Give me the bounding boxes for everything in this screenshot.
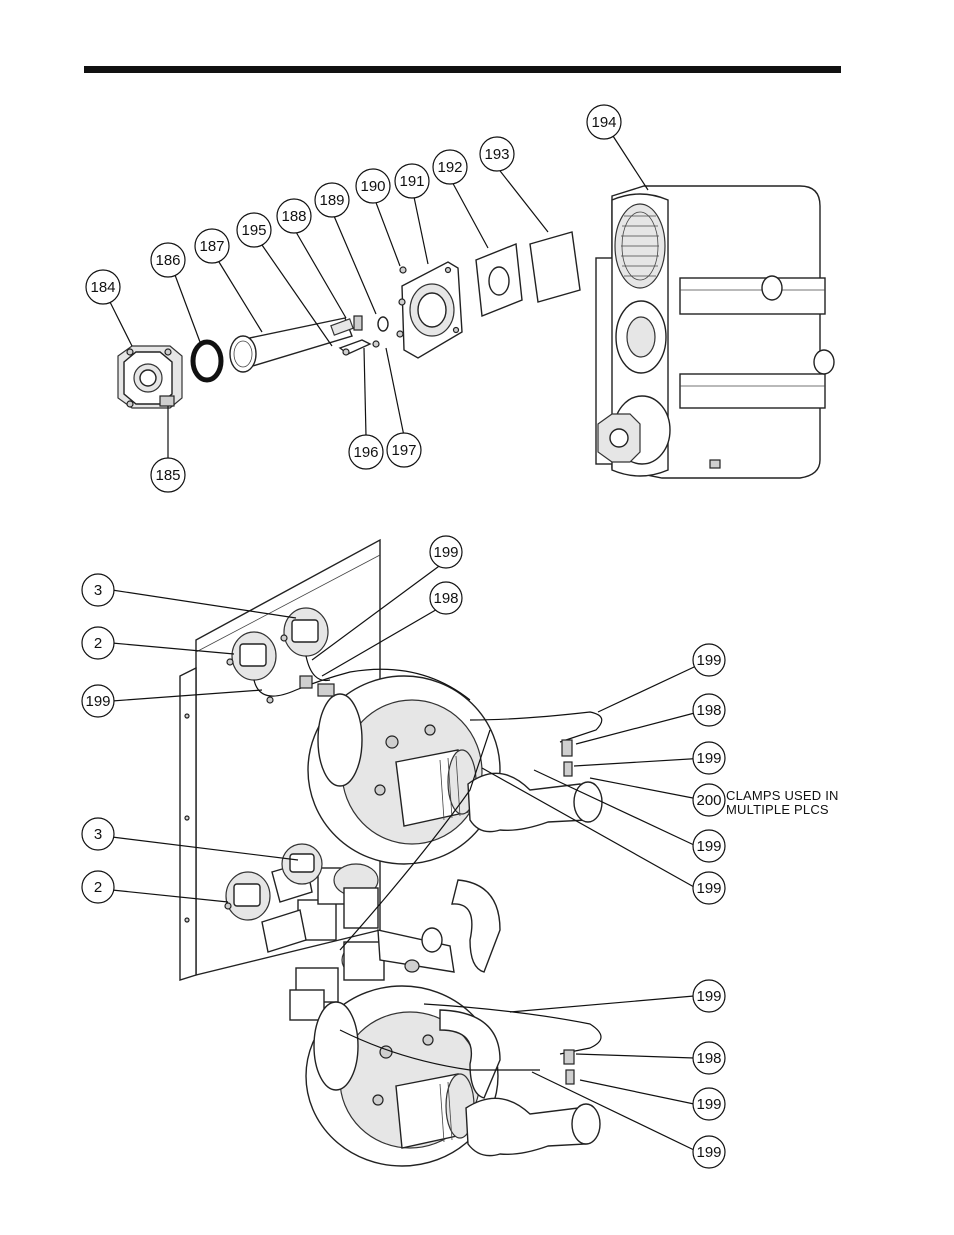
- svg-text:199: 199: [696, 880, 721, 897]
- svg-text:187: 187: [199, 238, 224, 255]
- svg-text:197: 197: [391, 442, 416, 459]
- callout-199-right-3: 199: [693, 830, 725, 862]
- callout-195: 195: [237, 213, 271, 247]
- callout-198-right-2: 198: [693, 1042, 725, 1074]
- callout-197: 197: [387, 433, 421, 467]
- svg-text:190: 190: [360, 178, 385, 195]
- svg-text:198: 198: [696, 1050, 721, 1067]
- burner-door-plate-part: [397, 262, 462, 358]
- svg-text:3: 3: [94, 582, 102, 599]
- callout-199-right-4: 199: [693, 872, 725, 904]
- svg-text:198: 198: [696, 702, 721, 719]
- clamps-note-line-2: MULTIPLE PLCS: [726, 802, 829, 817]
- svg-text:195: 195: [241, 222, 266, 239]
- svg-text:186: 186: [155, 252, 180, 269]
- svg-text:199: 199: [696, 988, 721, 1005]
- callout-199-right-7: 199: [693, 1136, 725, 1168]
- upper-blower-part: [308, 676, 602, 864]
- svg-text:199: 199: [696, 838, 721, 855]
- refractory-disc-part: [530, 232, 580, 302]
- callout-189: 189: [315, 183, 349, 217]
- callout-192: 192: [433, 150, 467, 184]
- flat-gasket-part: [476, 244, 522, 316]
- callout-190: 190: [356, 169, 390, 203]
- callout-199-right-1: 199: [693, 644, 725, 676]
- gasket-ring-part: [193, 342, 221, 380]
- blower-housing-part: [118, 346, 182, 408]
- clamps-note: CLAMPS USED IN MULTIPLE PLCS: [726, 788, 839, 817]
- callout-2-upper: 2: [82, 627, 114, 659]
- svg-text:199: 199: [696, 750, 721, 767]
- callout-184: 184: [86, 270, 120, 304]
- callout-199-right-6: 199: [693, 1088, 725, 1120]
- svg-text:184: 184: [90, 279, 115, 296]
- svg-text:2: 2: [94, 879, 102, 896]
- svg-text:189: 189: [319, 192, 344, 209]
- callout-194: 194: [587, 105, 621, 139]
- svg-text:194: 194: [591, 114, 616, 131]
- callout-2-lower: 2: [82, 871, 114, 903]
- callout-185: 185: [151, 458, 185, 492]
- callout-3-lower: 3: [82, 818, 114, 850]
- svg-text:193: 193: [484, 146, 509, 163]
- callout-199-top: 199: [430, 536, 462, 568]
- svg-text:185: 185: [155, 467, 180, 484]
- svg-text:188: 188: [281, 208, 306, 225]
- svg-text:199: 199: [696, 1144, 721, 1161]
- callout-199-right-2: 199: [693, 742, 725, 774]
- svg-text:192: 192: [437, 159, 462, 176]
- svg-text:199: 199: [433, 544, 458, 561]
- callout-193: 193: [480, 137, 514, 171]
- top-exploded-view: [118, 186, 834, 478]
- svg-text:196: 196: [353, 444, 378, 461]
- callout-199-right-5: 199: [693, 980, 725, 1012]
- svg-text:199: 199: [696, 1096, 721, 1113]
- callout-198-top: 198: [430, 582, 462, 614]
- svg-text:198: 198: [433, 590, 458, 607]
- svg-text:199: 199: [85, 693, 110, 710]
- callout-200: 200: [693, 784, 725, 816]
- callout-187: 187: [195, 229, 229, 263]
- svg-text:2: 2: [94, 635, 102, 652]
- svg-text:191: 191: [399, 173, 424, 190]
- callout-196: 196: [349, 435, 383, 469]
- svg-text:3: 3: [94, 826, 102, 843]
- svg-text:200: 200: [696, 792, 721, 809]
- header-rule: [84, 66, 841, 73]
- callout-3-upper: 3: [82, 574, 114, 606]
- callout-199-left: 199: [82, 685, 114, 717]
- lower-blower-part: [306, 986, 600, 1166]
- callout-186: 186: [151, 243, 185, 277]
- callout-191: 191: [395, 164, 429, 198]
- svg-text:199: 199: [696, 652, 721, 669]
- callout-188: 188: [277, 199, 311, 233]
- callout-198-right-1: 198: [693, 694, 725, 726]
- heat-exchanger-part: [596, 186, 834, 478]
- clamps-note-line-1: CLAMPS USED IN: [726, 788, 839, 803]
